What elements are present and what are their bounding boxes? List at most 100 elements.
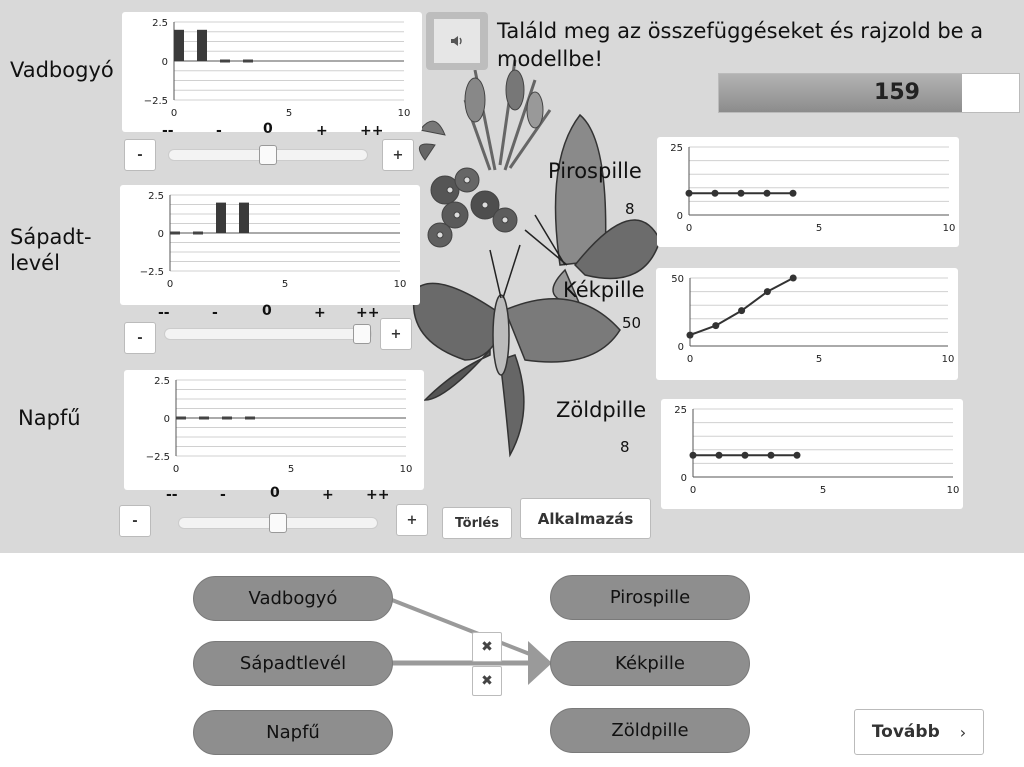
y-tick-label: 0	[681, 473, 687, 484]
scale-pp: ++	[356, 305, 380, 321]
speaker-icon	[451, 36, 462, 46]
y-tick-label: 25	[674, 405, 687, 416]
butterfly-label-kekpille: Kékpille	[563, 278, 645, 302]
bar	[245, 416, 255, 420]
arrow-vadbogyo-to-kekpille	[391, 598, 546, 662]
model-node-zoldpille[interactable]: Zöldpille	[550, 708, 750, 753]
data-point	[686, 331, 694, 339]
scale-pp: ++	[360, 123, 384, 139]
clear-button[interactable]: Törlés	[442, 507, 512, 539]
data-point	[715, 451, 723, 459]
scale-zero: 0	[263, 121, 273, 137]
species-label-sapadtlevel: Sápadt- levél	[10, 225, 92, 275]
bar	[243, 59, 253, 63]
scale-m: -	[220, 487, 226, 503]
bar	[216, 202, 226, 233]
napfu-increase-button[interactable]: +	[396, 504, 428, 536]
data-point	[712, 322, 720, 330]
y-tick-label: 0	[164, 414, 170, 425]
butterfly-label-pirospille: Pirospille	[548, 159, 642, 183]
butterfly-value-kekpille: 50	[622, 314, 642, 332]
data-point	[763, 288, 771, 296]
scale-p: +	[314, 305, 326, 321]
x-tick-label: 10	[398, 108, 411, 119]
napfu-decrease-button[interactable]: -	[119, 505, 151, 537]
scale-m: -	[212, 305, 218, 321]
x-tick-label: 5	[288, 464, 294, 475]
score-value: 159	[874, 80, 920, 105]
model-node-vadbogyo[interactable]: Vadbogyó	[193, 576, 393, 621]
apply-button[interactable]: Alkalmazás	[520, 498, 651, 539]
y-tick-label: −2.5	[144, 96, 168, 107]
y-tick-label: −2.5	[140, 267, 164, 278]
x-tick-label: 10	[947, 485, 960, 496]
butterfly-value-zoldpille: 8	[620, 438, 630, 456]
close-icon: ✖	[481, 639, 493, 655]
model-node-sapadtlevel[interactable]: Sápadtlevél	[193, 641, 393, 686]
data-point	[737, 189, 745, 197]
data-point	[689, 451, 697, 459]
delete-link-button[interactable]: ✖	[472, 666, 502, 696]
slider-thumb[interactable]	[259, 145, 277, 165]
butterfly-label-zoldpille: Zöldpille	[556, 398, 647, 422]
slider-thumb[interactable]	[353, 324, 371, 344]
score-progress-fill	[719, 74, 962, 112]
data-point	[767, 451, 775, 459]
scale-zero: 0	[270, 485, 280, 501]
delete-link-button[interactable]: ✖	[472, 632, 502, 662]
y-tick-label: 0	[158, 229, 164, 240]
x-tick-label: 0	[690, 485, 696, 496]
y-tick-label: 2.5	[154, 376, 170, 387]
audio-button[interactable]	[426, 12, 488, 70]
sapadtlevel-decrease-button[interactable]: -	[124, 322, 156, 354]
data-point	[711, 189, 719, 197]
data-point	[793, 451, 801, 459]
sapadtlevel-increase-button[interactable]: +	[380, 318, 412, 350]
x-tick-label: 5	[282, 279, 288, 290]
model-node-kekpille[interactable]: Kékpille	[550, 641, 750, 686]
next-button[interactable]: Tovább ›	[854, 709, 984, 755]
vadbogyo-increase-button[interactable]: +	[382, 139, 414, 171]
sapadtlevel-slider[interactable]	[164, 324, 372, 344]
bar	[176, 416, 186, 420]
scale-m: -	[216, 123, 222, 139]
x-tick-label: 5	[816, 223, 822, 234]
slider-thumb[interactable]	[269, 513, 287, 533]
model-node-napfu[interactable]: Napfű	[193, 710, 393, 755]
model-node-pirospille[interactable]: Pirospille	[550, 575, 750, 620]
y-tick-label: 25	[670, 143, 683, 154]
y-tick-label: 0	[678, 342, 684, 353]
scale-mm: --	[162, 123, 174, 139]
x-tick-label: 10	[942, 354, 955, 365]
butterfly-value-pirospille: 8	[625, 200, 635, 218]
y-tick-label: 2.5	[148, 191, 164, 202]
scale-p: +	[322, 487, 334, 503]
x-tick-label: 10	[400, 464, 413, 475]
scale-p: +	[316, 123, 328, 139]
butterfly-upper	[524, 113, 661, 306]
arrow-head	[528, 641, 552, 685]
y-tick-label: −2.5	[146, 452, 170, 463]
bar	[239, 202, 249, 233]
bar	[220, 59, 230, 63]
bar	[170, 231, 180, 235]
napfu-slider[interactable]	[178, 513, 378, 533]
next-label: Tovább	[871, 722, 940, 742]
vadbogyo-slider[interactable]	[168, 145, 368, 165]
scale-pp: ++	[366, 487, 390, 503]
butterfly-illustration	[412, 59, 661, 458]
flower-bouquet	[418, 59, 552, 248]
bar	[193, 231, 203, 235]
x-tick-label: 5	[816, 354, 822, 365]
data-point	[685, 189, 693, 197]
x-tick-label: 0	[687, 354, 693, 365]
species-label-vadbogyo: Vadbogyó	[10, 58, 114, 82]
butterfly-lower	[412, 244, 621, 458]
vadbogyo-decrease-button[interactable]: -	[124, 139, 156, 171]
x-tick-label: 0	[171, 108, 177, 119]
